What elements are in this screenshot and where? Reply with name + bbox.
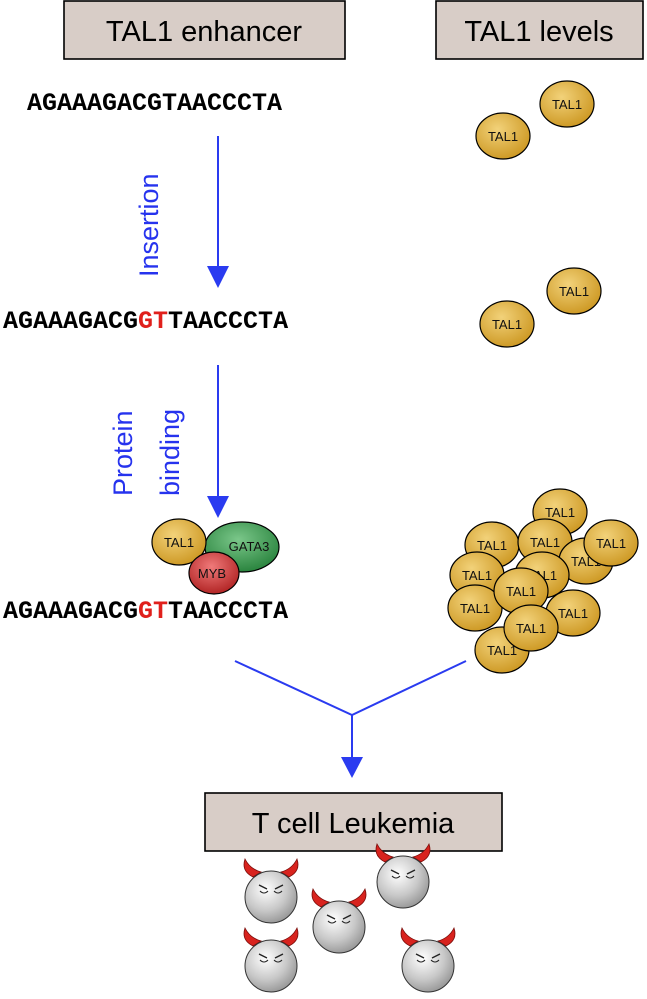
tal1-protein-label: TAL1 xyxy=(477,538,507,553)
tal1-protein: TAL1 xyxy=(493,567,549,615)
step-insertion-label: Insertion xyxy=(134,173,164,277)
leukemia-cell xyxy=(243,857,299,924)
sequence-mutated-suffix: TAACCCTA xyxy=(168,307,288,336)
tal1-protein-shape xyxy=(475,112,531,160)
cell-body xyxy=(244,870,298,924)
sequence-bound: AGAAAGACGGTTAACCCTA xyxy=(3,597,288,626)
myb-label: MYB xyxy=(198,566,226,581)
myb-protein xyxy=(188,551,240,595)
cell-body xyxy=(401,939,455,993)
protein-complex: GATA3 TAL1 MYB xyxy=(151,518,280,595)
tal1-protein-label: TAL1 xyxy=(596,536,626,551)
sequence-bound-suffix: TAACCCTA xyxy=(168,597,288,626)
sequence-mutated-prefix: AGAAAGACG xyxy=(3,307,138,336)
tal1-protein-shape xyxy=(583,519,639,567)
leukemia-cell xyxy=(375,842,431,909)
cell-body xyxy=(312,900,366,954)
angry-eyes-icon xyxy=(327,920,351,924)
tal1-protein-bound xyxy=(151,518,207,566)
horn-left-icon xyxy=(243,857,262,878)
leukemia-cell xyxy=(311,887,367,954)
outcome-box xyxy=(204,792,503,852)
tal1-protein: TAL1 xyxy=(539,80,595,128)
tal1-protein: TAL1 xyxy=(546,267,602,315)
angry-brows-icon xyxy=(415,953,441,959)
horn-right-icon xyxy=(280,857,299,878)
sequence-original: AGAAAGACGTAACCCTA xyxy=(27,89,282,118)
angry-eyes-icon xyxy=(259,890,283,894)
tal1-protein-shape xyxy=(503,604,559,652)
tal1-protein-shape xyxy=(546,267,602,315)
sequence-bound-insertion: GT xyxy=(138,597,168,626)
horn-right-icon xyxy=(280,926,299,947)
tal1-protein-label: TAL1 xyxy=(487,643,517,658)
angry-brows-icon xyxy=(258,953,284,959)
step-binding-label-1: Protein xyxy=(108,410,138,496)
tal1-protein-label: TAL1 xyxy=(552,97,582,112)
tal1-protein-label: TAL1 xyxy=(516,621,546,636)
tal1-protein: TAL1 xyxy=(545,589,601,637)
arrow-insertion-head xyxy=(207,266,229,288)
angry-brows-icon xyxy=(390,869,416,875)
tal1-protein-label: TAL1 xyxy=(492,317,522,332)
cell-body xyxy=(244,939,298,993)
leukemia-cell xyxy=(243,926,299,993)
converge-lines xyxy=(234,660,467,717)
header-tal1-levels: TAL1 levels xyxy=(435,0,644,60)
header-box-right xyxy=(435,0,644,60)
horn-right-icon xyxy=(348,887,367,908)
sequence-mutated: AGAAAGACGGTTAACCCTA xyxy=(3,307,288,336)
step-binding-label-2: binding xyxy=(155,409,185,496)
horn-left-icon xyxy=(375,842,394,863)
tal1-protein-label: TAL1 xyxy=(460,601,490,616)
tal1-protein: TAL1 xyxy=(583,519,639,567)
angry-eyes-icon xyxy=(391,875,415,879)
tal1-protein-shape xyxy=(539,80,595,128)
header-right-label: TAL1 levels xyxy=(464,16,613,48)
arrow-binding-head xyxy=(207,496,229,518)
leukemia-cell xyxy=(400,926,456,993)
angry-brows-icon xyxy=(326,914,352,920)
tal1-protein-label: TAL1 xyxy=(559,284,589,299)
sequence-insertion: GT xyxy=(138,307,168,336)
angry-eyes-icon xyxy=(416,959,440,963)
tal1-protein-shape xyxy=(479,300,535,348)
tal1-protein-label: TAL1 xyxy=(462,568,492,583)
outcome: T cell Leukemia xyxy=(204,792,503,852)
horn-left-icon xyxy=(400,926,419,947)
angry-eyes-icon xyxy=(259,959,283,963)
tal1-protein: TAL1 xyxy=(503,604,559,652)
horn-left-icon xyxy=(311,887,330,908)
tal1-bound-label: TAL1 xyxy=(164,535,194,550)
horn-left-icon xyxy=(243,926,262,947)
header-box-left xyxy=(63,0,346,60)
horn-right-icon xyxy=(437,926,456,947)
header-tal1-enhancer: TAL1 enhancer xyxy=(63,0,346,60)
cell-body xyxy=(376,855,430,909)
horn-right-icon xyxy=(412,842,431,863)
leukemia-cells xyxy=(243,842,456,993)
tal1-protein-label: TAL1 xyxy=(545,505,575,520)
tal1-protein: TAL1 xyxy=(479,300,535,348)
tal1-protein-label: TAL1 xyxy=(488,129,518,144)
sequence-bound-prefix: AGAAAGACG xyxy=(3,597,138,626)
header-left-label: TAL1 enhancer xyxy=(106,16,302,48)
gata3-label: GATA3 xyxy=(229,539,270,554)
tal1-protein-label: TAL1 xyxy=(506,584,536,599)
converge-head xyxy=(341,757,363,778)
outcome-label: T cell Leukemia xyxy=(252,808,455,840)
tal1-protein: TAL1 xyxy=(475,112,531,160)
angry-brows-icon xyxy=(258,884,284,890)
tal1-protein-label: TAL1 xyxy=(558,606,588,621)
tal1-protein-label: TAL1 xyxy=(530,535,560,550)
